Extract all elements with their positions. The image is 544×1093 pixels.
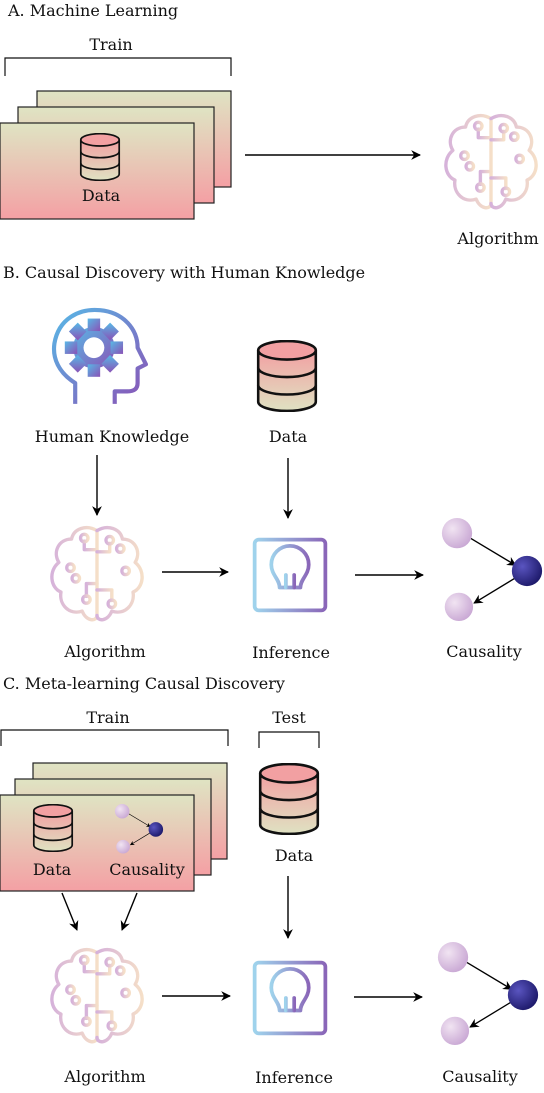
causality-label: Causality — [446, 642, 522, 661]
database-icon — [256, 340, 318, 412]
lightbulb-chip-icon — [242, 950, 338, 1046]
database-icon — [32, 804, 74, 852]
causal-graph-icon — [438, 942, 538, 1045]
causal-graph-icon — [442, 518, 542, 621]
train-label: Train — [89, 35, 132, 54]
section-b-title: B. Causal Discovery with Human Knowledge — [3, 263, 365, 282]
train-bracket — [4, 57, 232, 76]
data-label: Data — [82, 186, 121, 205]
algorithm-label: Algorithm — [63, 1067, 145, 1086]
train-bracket — [0, 729, 229, 746]
database-icon — [79, 133, 121, 181]
inference-label: Inference — [252, 643, 330, 662]
train-label: Train — [86, 708, 129, 727]
section-c-title: C. Meta-learning Causal Discovery — [3, 674, 285, 693]
database-icon — [258, 763, 320, 835]
arrow-data-to-algorithm — [61, 892, 79, 931]
algorithm-label: Algorithm — [456, 229, 538, 248]
brain-circuit-icon — [50, 947, 144, 1044]
algorithm-label: Algorithm — [63, 642, 145, 661]
data-label: Data — [275, 846, 314, 865]
human-knowledge-label: Human Knowledge — [35, 427, 189, 446]
inference-label: Inference — [255, 1068, 333, 1087]
brain-circuit-icon — [444, 113, 538, 210]
lightbulb-chip-icon — [242, 527, 338, 623]
test-label: Test — [272, 708, 306, 727]
frame-causality-label: Causality — [109, 860, 185, 879]
frame-data-label: Data — [33, 860, 72, 879]
brain-circuit-icon — [50, 525, 144, 622]
head-gear-icon — [54, 310, 146, 404]
section-a-title: A. Machine Learning — [7, 1, 178, 20]
test-bracket — [258, 731, 320, 748]
causality-label: Causality — [442, 1067, 518, 1086]
arrow-causality-to-algorithm — [120, 892, 138, 931]
data-label: Data — [269, 427, 308, 446]
